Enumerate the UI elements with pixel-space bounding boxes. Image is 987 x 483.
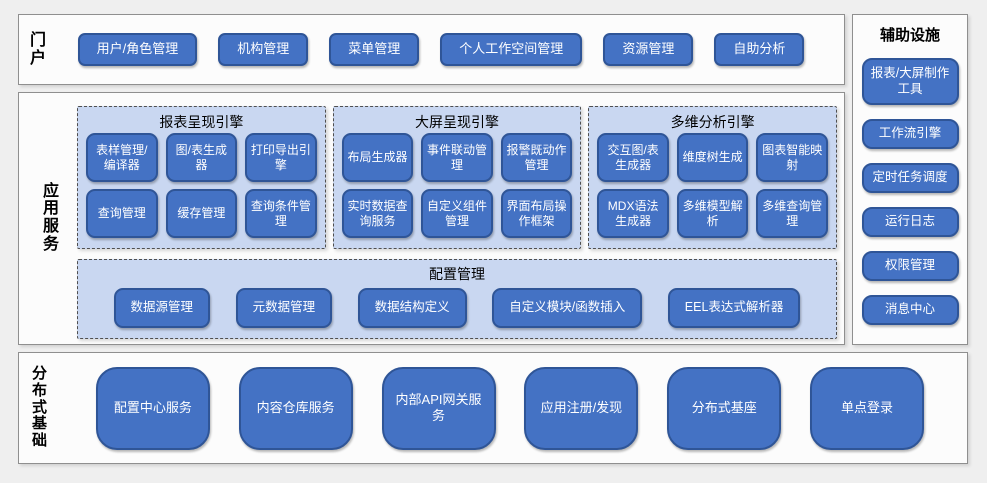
auxiliary-facilities-section: 辅助设施 报表/大屏制作工具 工作流引擎 定时任务调度 运行日志 权限管理 消息… [852, 14, 968, 345]
multidim-analysis-engine-panel: 多维分析引擎 交互图/表生成器 维度树生成 图表智能映射 MDX语法生成器 多维… [588, 106, 838, 249]
config-mgmt-panel: 配置管理 数据源管理 元数据管理 数据结构定义 自定义模块/函数插入 EEL表达… [77, 259, 837, 339]
portal-label: 门户 [30, 31, 47, 67]
message-center-button[interactable]: 消息中心 [861, 295, 959, 325]
resource-mgmt-button[interactable]: 资源管理 [603, 33, 694, 66]
portal-section: 门户 用户/角色管理 机构管理 菜单管理 个人工作空间管理 资源管理 自助分析 [18, 14, 845, 85]
config-mgmt-title: 配置管理 [429, 266, 485, 282]
report-render-engine-grid: 表样管理/编译器 图/表生成器 打印导出引擎 查询管理 缓存管理 查询条件管理 [86, 133, 317, 238]
auxiliary-button-column: 报表/大屏制作工具 工作流引擎 定时任务调度 运行日志 权限管理 消息中心 [861, 58, 959, 325]
cache-mgmt-button[interactable]: 缓存管理 [165, 189, 238, 238]
bigscreen-render-engine-title: 大屏呈现引擎 [415, 114, 499, 130]
distributed-base-section: 分布式基础 配置中心服务 内容仓库服务 内部API网关服务 应用注册/发现 分布… [18, 352, 968, 464]
interactive-chart-table-generator-button[interactable]: 交互图/表生成器 [597, 133, 669, 182]
app-services-content: 报表呈现引擎 表样管理/编译器 图/表生成器 打印导出引擎 查询管理 缓存管理 … [77, 106, 838, 339]
report-render-engine-panel: 报表呈现引擎 表样管理/编译器 图/表生成器 打印导出引擎 查询管理 缓存管理 … [77, 106, 326, 249]
chart-smart-mapping-button[interactable]: 图表智能映射 [756, 133, 828, 182]
dimension-tree-generation-button[interactable]: 维度树生成 [676, 133, 749, 182]
run-log-button[interactable]: 运行日志 [861, 207, 959, 237]
layout-generator-button[interactable]: 布局生成器 [341, 133, 414, 182]
portal-button-row: 用户/角色管理 机构管理 菜单管理 个人工作空间管理 资源管理 自助分析 [46, 33, 844, 66]
alarm-action-mgmt-button[interactable]: 报警既动作管理 [500, 133, 573, 182]
engine-panels-row: 报表呈现引擎 表样管理/编译器 图/表生成器 打印导出引擎 查询管理 缓存管理 … [77, 106, 838, 249]
scheduled-task-scheduling-button[interactable]: 定时任务调度 [861, 163, 959, 193]
app-services-label: 应用服务 [43, 182, 60, 254]
multidim-analysis-engine-grid: 交互图/表生成器 维度树生成 图表智能映射 MDX语法生成器 多维模型解析 多维… [597, 133, 828, 238]
multidim-model-parsing-button[interactable]: 多维模型解析 [676, 189, 749, 238]
realtime-data-query-service-button[interactable]: 实时数据查询服务 [341, 189, 414, 238]
auxiliary-facilities-title: 辅助设施 [879, 27, 940, 44]
mdx-syntax-generator-button[interactable]: MDX语法生成器 [597, 189, 669, 238]
personal-workspace-mgmt-button[interactable]: 个人工作空间管理 [440, 33, 583, 66]
custom-module-function-insert-button[interactable]: 自定义模块/函数插入 [492, 287, 643, 328]
bigscreen-render-engine-grid: 布局生成器 事件联动管理 报警既动作管理 实时数据查询服务 自定义组件管理 界面… [341, 133, 573, 238]
report-render-engine-title: 报表呈现引擎 [159, 114, 244, 130]
report-style-mgmt-compiler-button[interactable]: 表样管理/编译器 [86, 133, 158, 182]
datasource-mgmt-button[interactable]: 数据源管理 [113, 287, 211, 328]
app-register-discovery-button[interactable]: 应用注册/发现 [524, 366, 639, 450]
app-services-section: 应用服务 报表呈现引擎 表样管理/编译器 图/表生成器 打印导出引擎 查询管理 … [18, 92, 845, 345]
config-center-service-button[interactable]: 配置中心服务 [95, 366, 210, 450]
bigscreen-render-engine-panel: 大屏呈现引擎 布局生成器 事件联动管理 报警既动作管理 实时数据查询服务 自定义… [332, 106, 582, 249]
chart-table-generator-button[interactable]: 图/表生成器 [165, 133, 238, 182]
multidim-analysis-engine-title: 多维分析引擎 [670, 114, 755, 130]
data-structure-definition-button[interactable]: 数据结构定义 [357, 287, 467, 328]
custom-component-mgmt-button[interactable]: 自定义组件管理 [421, 189, 493, 238]
report-bigscreen-authoring-tool-button[interactable]: 报表/大屏制作工具 [861, 58, 959, 105]
event-linkage-mgmt-button[interactable]: 事件联动管理 [421, 133, 493, 182]
menu-mgmt-button[interactable]: 菜单管理 [329, 33, 420, 66]
multidim-query-mgmt-button[interactable]: 多维查询管理 [756, 189, 828, 238]
distributed-button-row: 配置中心服务 内容仓库服务 内部API网关服务 应用注册/发现 分布式基座 单点… [47, 366, 967, 450]
query-mgmt-button[interactable]: 查询管理 [86, 189, 158, 238]
internal-api-gateway-service-button[interactable]: 内部API网关服务 [381, 366, 496, 450]
config-mgmt-row: 数据源管理 元数据管理 数据结构定义 自定义模块/函数插入 EEL表达式解析器 [88, 285, 826, 330]
content-repo-service-button[interactable]: 内容仓库服务 [238, 366, 353, 450]
eel-expression-parser-button[interactable]: EEL表达式解析器 [667, 287, 801, 328]
metadata-mgmt-button[interactable]: 元数据管理 [235, 287, 333, 328]
single-sign-on-button[interactable]: 单点登录 [810, 366, 925, 450]
self-service-analysis-button[interactable]: 自助分析 [714, 33, 805, 66]
distributed-base-label: 分布式基础 [32, 365, 48, 450]
permission-mgmt-button[interactable]: 权限管理 [861, 251, 959, 281]
ui-layout-operation-framework-button[interactable]: 界面布局操作框架 [500, 189, 573, 238]
org-mgmt-button[interactable]: 机构管理 [218, 33, 309, 66]
print-export-engine-button[interactable]: 打印导出引擎 [245, 133, 317, 182]
workflow-engine-button[interactable]: 工作流引擎 [861, 119, 959, 149]
query-condition-mgmt-button[interactable]: 查询条件管理 [245, 189, 317, 238]
distributed-base-button[interactable]: 分布式基座 [667, 366, 782, 450]
user-role-mgmt-button[interactable]: 用户/角色管理 [77, 33, 198, 66]
